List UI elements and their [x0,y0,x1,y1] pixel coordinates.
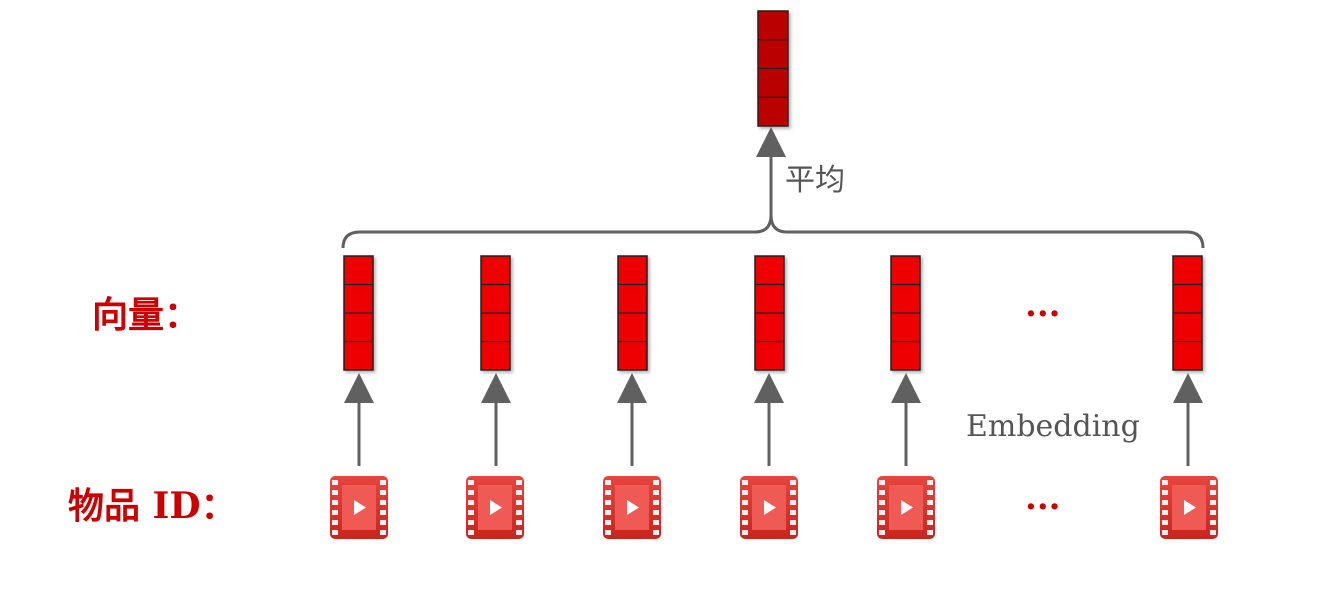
embedding-label: Embedding [966,409,1140,444]
video-film-icon [740,476,798,539]
item-ellipsis: ··· [1025,487,1061,527]
average-brace [341,214,1205,249]
vector-5 [890,255,921,371]
vector-ellipsis: ··· [1025,294,1061,334]
average-label: 平均 [785,163,845,198]
video-film-icon [466,476,524,539]
video-film-icon [330,476,388,539]
output-vector [757,10,789,127]
vector-row-label: 向量： [92,294,200,336]
item-id-row-label: 物品 ID： [68,485,237,527]
vector-last [1172,255,1203,371]
vector-3 [617,255,648,371]
video-film-icon [603,476,661,539]
vector-1 [343,255,374,371]
video-film-icon [1160,476,1218,539]
video-film-icon [877,476,935,539]
vector-4 [754,255,785,371]
vector-2 [480,255,511,371]
